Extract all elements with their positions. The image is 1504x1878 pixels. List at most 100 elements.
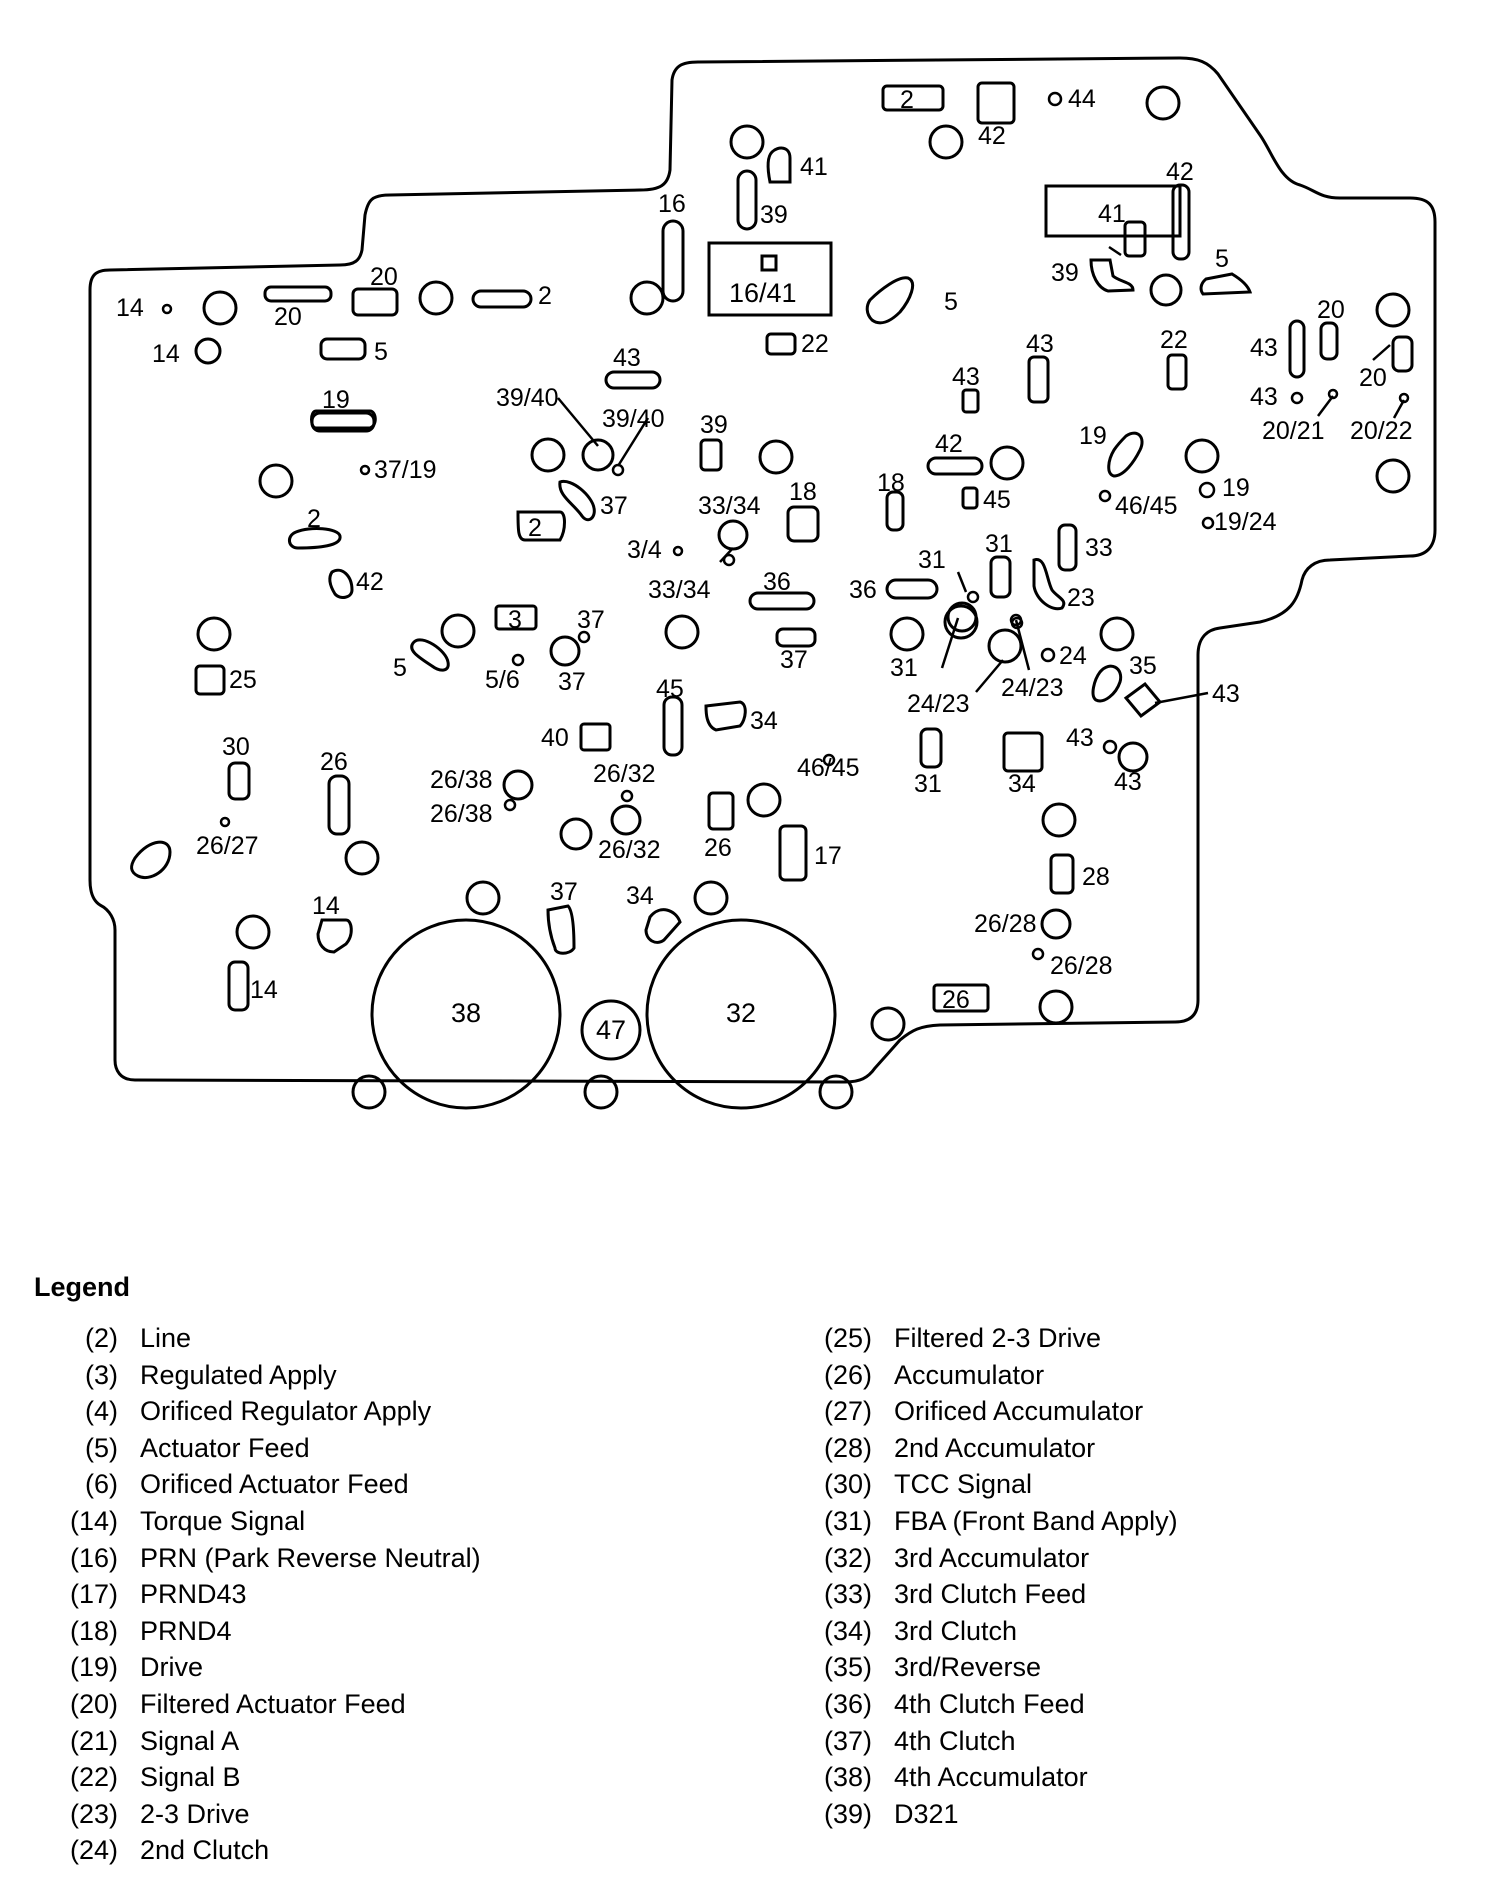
legend-description: Torque Signal xyxy=(140,1505,306,1536)
legend-item: (34)3rd Clutch xyxy=(806,1613,1178,1650)
label-42b: 42 xyxy=(978,122,1006,150)
legend-description: PRND43 xyxy=(140,1579,247,1610)
legend-code: (24) xyxy=(69,1835,118,1866)
legend-item: (3)Regulated Apply xyxy=(52,1357,481,1394)
label-3-4: 3/4 xyxy=(627,536,662,564)
legend-item: (27)Orificed Accumulator xyxy=(806,1393,1178,1430)
label-25: 25 xyxy=(229,666,257,694)
label-37b: 37 xyxy=(780,646,808,674)
label-31d: 31 xyxy=(914,770,942,798)
legend-code: (38) xyxy=(823,1762,872,1793)
legend-code: (4) xyxy=(85,1396,118,1427)
label-19c: 19 xyxy=(1222,474,1250,502)
label-20a: 20 xyxy=(274,303,302,331)
legend-description: 3rd Clutch Feed xyxy=(894,1579,1087,1610)
label-23: 23 xyxy=(1067,584,1095,612)
legend-code: (22) xyxy=(69,1762,118,1793)
legend-item: (32)3rd Accumulator xyxy=(806,1540,1178,1577)
legend-description: 2-3 Drive xyxy=(140,1798,250,1829)
label-26-38a: 26/38 xyxy=(430,766,493,794)
legend-item: (28)2nd Accumulator xyxy=(806,1430,1178,1467)
irregular-ports xyxy=(130,146,1253,955)
label-3: 3 xyxy=(508,606,522,634)
legend-left-column: (2)Line(3)Regulated Apply(4)Orificed Reg… xyxy=(52,1320,481,1869)
label-26-28a: 26/28 xyxy=(974,910,1037,938)
label-44: 44 xyxy=(1068,85,1096,113)
label-19b: 19 xyxy=(1079,422,1107,450)
legend-item: (31)FBA (Front Band Apply) xyxy=(806,1503,1178,1540)
label-19a: 19 xyxy=(322,386,350,414)
label-42d: 42 xyxy=(935,430,963,458)
legend-code: (5) xyxy=(85,1432,118,1463)
label-43b: 43 xyxy=(1026,330,1054,358)
accumulator-47: 47 xyxy=(580,999,642,1061)
label-45a: 45 xyxy=(656,675,684,703)
label-2b: 2 xyxy=(307,505,321,533)
legend-code: (21) xyxy=(69,1725,118,1756)
legend-item: (24)2nd Clutch xyxy=(52,1832,481,1869)
leader-lines xyxy=(557,245,1406,705)
label-39c: 39 xyxy=(1051,259,1079,287)
label-37e: 37 xyxy=(550,878,578,906)
label-41b: 41 xyxy=(1098,200,1126,228)
orifices xyxy=(161,91,1410,961)
legend-code: (2) xyxy=(85,1323,118,1353)
legend-item: (33) 3rd Clutch Feed xyxy=(806,1576,1178,1613)
legend-code: (33) xyxy=(823,1579,872,1610)
label-37a: 37 xyxy=(600,492,628,520)
label-40: 40 xyxy=(541,724,569,752)
legend-item: (20) Filtered Actuator Feed xyxy=(52,1686,481,1723)
label-2c: 2 xyxy=(900,86,914,114)
label-42c: 42 xyxy=(1166,158,1194,186)
legend-item: (19)Drive xyxy=(52,1649,481,1686)
label-5-6: 5/6 xyxy=(485,666,520,694)
label-31a: 31 xyxy=(985,530,1013,558)
label-39-40b: 39/40 xyxy=(602,405,665,433)
legend-description: Filtered Actuator Feed xyxy=(140,1688,406,1719)
label-14b: 14 xyxy=(152,340,180,368)
label-35: 35 xyxy=(1129,652,1157,680)
label-26-27: 26/27 xyxy=(196,832,259,860)
legend-item: (22)Signal B xyxy=(52,1759,481,1796)
legend-item: (17)PRND43 xyxy=(52,1576,481,1613)
label-19-24: 19/24 xyxy=(1214,508,1277,536)
label-39b: 39 xyxy=(700,411,728,439)
label-26a: 26 xyxy=(320,748,348,776)
label-26c: 26 xyxy=(942,986,970,1014)
legend-description: Accumulator xyxy=(894,1359,1045,1390)
legend-description: FBA (Front Band Apply) xyxy=(894,1505,1178,1536)
legend-code: (25) xyxy=(823,1323,872,1353)
legend-code: (6) xyxy=(85,1469,118,1500)
legend-description: 2nd Accumulator xyxy=(894,1432,1096,1463)
label-36b: 36 xyxy=(849,576,877,604)
label-20-22: 20/22 xyxy=(1350,417,1413,445)
legend-description: 3rd Clutch xyxy=(894,1615,1018,1646)
label-43d: 43 xyxy=(1212,680,1240,708)
legend-description: 4th Clutch xyxy=(894,1725,1016,1756)
legend-description: 3rd Accumulator xyxy=(894,1542,1090,1573)
legend-description: 3rd/Reverse xyxy=(894,1652,1042,1683)
legend-code: (19) xyxy=(69,1652,118,1683)
label-43c: 43 xyxy=(952,363,980,391)
legend-code: (26) xyxy=(823,1359,872,1390)
legend-description: Orificed Actuator Feed xyxy=(140,1469,409,1500)
accumulator-32: 32 xyxy=(645,918,837,1110)
legend-description: 4th Clutch Feed xyxy=(894,1688,1085,1719)
label-5b: 5 xyxy=(944,288,958,316)
legend-item: (4)Orificed Regulator Apply xyxy=(52,1393,481,1430)
legend-code: (36) xyxy=(823,1688,872,1719)
label-20-21: 20/21 xyxy=(1262,417,1325,445)
label-34a: 34 xyxy=(750,707,778,735)
port-labels: 14 14 20 20 2 5 19 37/19 2 42 25 30 26/2… xyxy=(116,85,1413,1014)
legend-description: Actuator Feed xyxy=(140,1432,310,1463)
legend-code: (20) xyxy=(69,1688,118,1719)
label-45b: 45 xyxy=(983,486,1011,514)
label-18b: 18 xyxy=(877,469,905,497)
legend-item: (35)3rd/Reverse xyxy=(806,1649,1178,1686)
label-41a: 41 xyxy=(800,153,828,181)
label-43f: 43 xyxy=(1114,768,1142,796)
legend-description: TCC Signal xyxy=(894,1469,1033,1500)
legend-code: (23) xyxy=(69,1798,118,1829)
label-26b: 26 xyxy=(704,834,732,862)
label-17: 17 xyxy=(814,842,842,870)
